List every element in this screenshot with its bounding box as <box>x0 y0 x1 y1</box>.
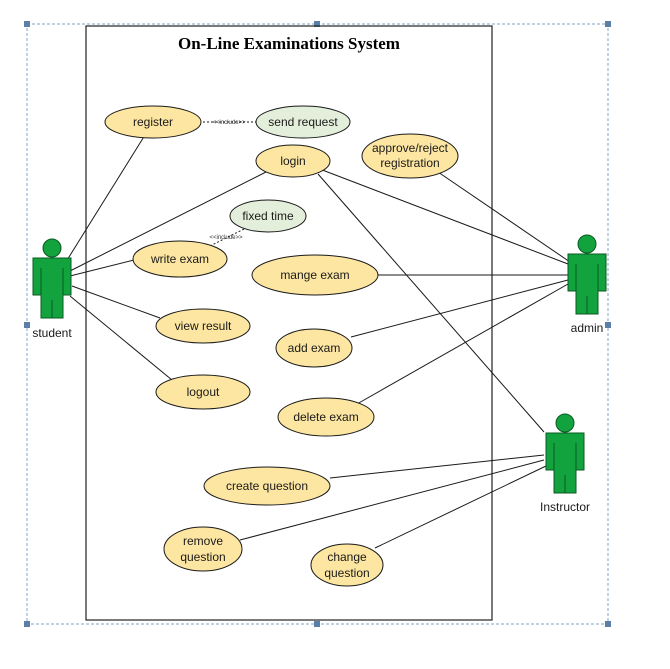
actor-instructor-label: Instructor <box>540 500 590 514</box>
handle-mid-left[interactable] <box>24 322 30 328</box>
actor-admin-head <box>577 234 597 254</box>
actor-instructor[interactable]: Instructor <box>540 413 590 514</box>
usecase-create-question-label: create question <box>226 479 308 493</box>
actor-admin-body <box>567 253 607 315</box>
usecase-login-label: login <box>280 154 305 168</box>
usecase-view-result[interactable]: view result <box>155 308 251 344</box>
usecase-write-exam-label: write exam <box>150 252 209 266</box>
usecase-change-label-line1: change <box>327 550 367 564</box>
actor-student-label: student <box>32 326 72 340</box>
usecase-add-exam[interactable]: add exam <box>275 328 353 368</box>
usecase-fixed-time-label: fixed time <box>242 209 294 223</box>
assoc-student-login <box>67 171 267 273</box>
usecase-send-request-label: send request <box>268 115 338 129</box>
usecase-register-label: register <box>133 115 173 129</box>
usecase-remove-label-line1: remove <box>183 534 223 548</box>
actor-instructor-head <box>555 413 575 433</box>
assoc-instructor-remove-question <box>239 459 545 541</box>
usecase-approve-label-line1: approve/reject <box>372 141 449 155</box>
diagram-title: On-Line Examinations System <box>178 34 400 53</box>
include-label-2: <<include>> <box>209 235 243 241</box>
usecase-logout[interactable]: logout <box>155 374 251 410</box>
usecase-change-label-line2: question <box>324 566 369 580</box>
actor-student[interactable]: student <box>32 238 72 340</box>
assoc-instructor-login <box>317 173 545 433</box>
system-boundary <box>85 25 493 621</box>
usecase-login[interactable]: login <box>255 144 331 178</box>
selection-handles[interactable] <box>24 21 611 627</box>
usecase-approve-label-line2: registration <box>380 156 439 170</box>
usecase-approve-reject-registration[interactable]: approve/reject registration <box>361 133 459 179</box>
usecase-remove-question[interactable]: remove question <box>163 526 243 572</box>
actor-student-body <box>32 257 72 319</box>
usecase-create-question[interactable]: create question <box>203 466 331 506</box>
actor-instructor-body <box>545 432 585 494</box>
usecase-delete-exam[interactable]: delete exam <box>277 397 375 437</box>
handle-top-right[interactable] <box>605 21 611 27</box>
usecase-mange-exam[interactable]: mange exam <box>251 254 379 296</box>
assoc-admin-delete-exam <box>356 283 569 405</box>
actor-student-head <box>42 238 62 258</box>
assoc-student-write-exam <box>69 259 135 277</box>
use-cases: register send request login approve/reje… <box>104 105 459 587</box>
handle-bottom-right[interactable] <box>605 621 611 627</box>
usecase-change-question[interactable]: change question <box>310 543 384 587</box>
assoc-admin-login <box>303 162 569 265</box>
assoc-instructor-change-question <box>374 465 547 549</box>
usecase-remove-label-line2: question <box>180 550 225 564</box>
assoc-student-view-result <box>71 285 161 319</box>
handle-bottom-left[interactable] <box>24 621 30 627</box>
usecase-view-result-label: view result <box>175 319 232 333</box>
usecase-logout-label: logout <box>187 385 220 399</box>
usecase-add-exam-label: add exam <box>288 341 341 355</box>
handle-top-left[interactable] <box>24 21 30 27</box>
assoc-admin-approve <box>437 171 571 263</box>
assoc-admin-add-exam <box>350 279 569 338</box>
usecase-write-exam[interactable]: write exam <box>132 240 228 278</box>
usecase-fixed-time[interactable]: fixed time <box>229 199 307 233</box>
usecase-register[interactable]: register <box>104 105 202 139</box>
include-label-1: <<include>> <box>212 120 246 126</box>
usecase-send-request[interactable]: send request <box>255 105 351 139</box>
usecase-mange-exam-label: mange exam <box>280 268 349 282</box>
association-lines <box>63 121 571 549</box>
handle-mid-right[interactable] <box>605 322 611 328</box>
handle-bottom-mid[interactable] <box>314 621 320 627</box>
handle-top-mid[interactable] <box>314 21 320 27</box>
assoc-student-register <box>63 134 146 266</box>
actor-admin-label: admin <box>571 321 604 335</box>
usecase-delete-exam-label: delete exam <box>293 410 358 424</box>
assoc-instructor-create-question <box>329 454 545 479</box>
assoc-student-logout <box>69 295 173 381</box>
actor-admin[interactable]: admin <box>567 234 607 335</box>
